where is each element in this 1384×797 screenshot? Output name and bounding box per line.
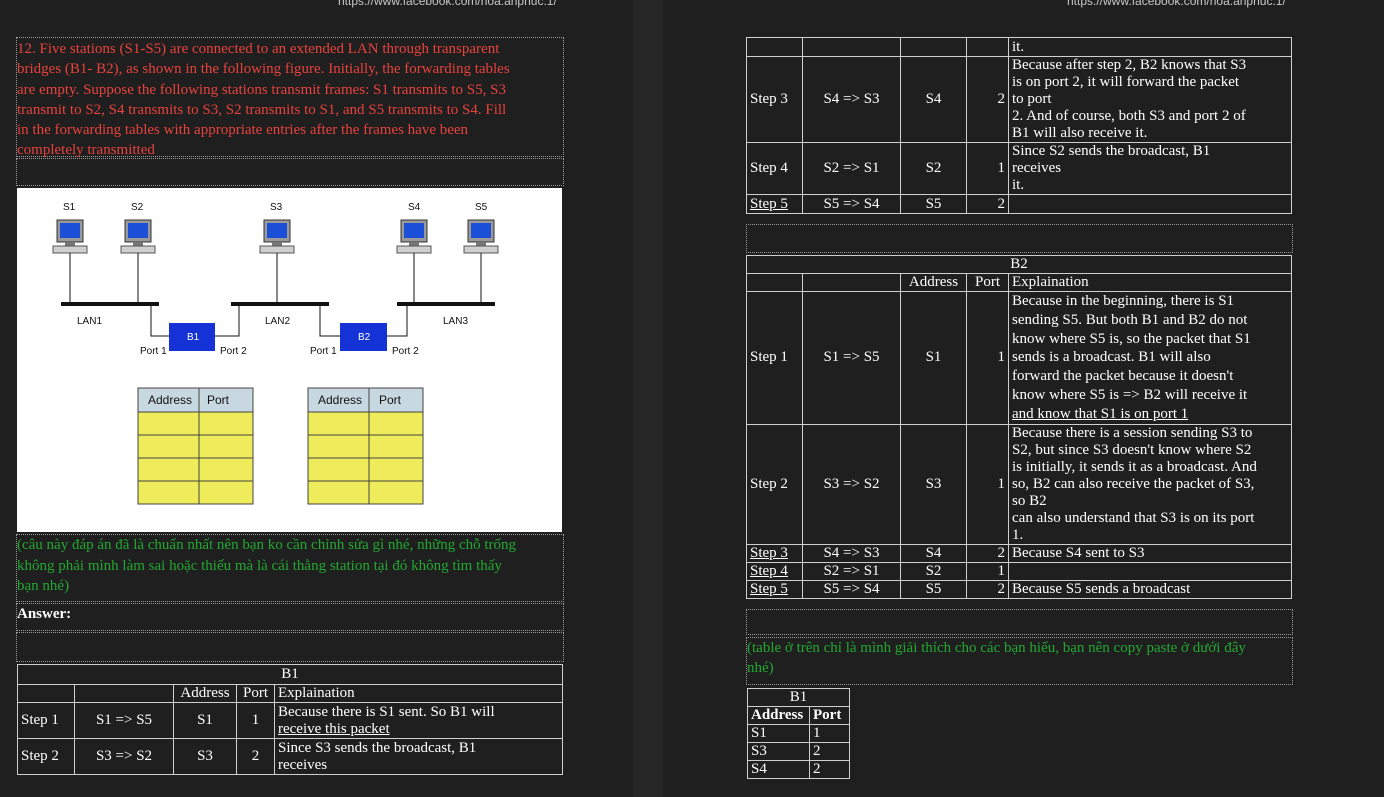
lan-label: LAN2 (265, 316, 290, 327)
port-label: Port 2 (392, 346, 419, 357)
empty-row (746, 609, 1293, 635)
table-title: B2 (746, 255, 1292, 274)
svg-text:Port: Port (379, 393, 402, 407)
note-vietnamese-2: (table ở trên chỉ là mình giải thích cho… (746, 637, 1293, 685)
station-label: S4 (408, 202, 421, 213)
empty-row (16, 632, 564, 662)
table-row: Step 5 S5 => S4 S5 2 Because S5 sends a … (746, 579, 1292, 599)
left-page: https://www.facebook.com/hoa.anphuc.1/ 1… (0, 0, 633, 797)
column-header: Explaination (1008, 273, 1292, 292)
lan-label: LAN3 (443, 316, 468, 327)
column-header: Explaination (274, 684, 563, 703)
bridge-b2 (340, 323, 387, 351)
port-label: Port 2 (220, 346, 247, 357)
table-row: Step 2 S3 => S2 S3 2 Since S3 sends the … (17, 738, 563, 775)
computer-icon (259, 219, 295, 304)
note-vietnamese: (câu này đáp án đã là chuẩn nhất nên bạn… (16, 534, 564, 602)
column-header: Address (173, 684, 237, 703)
table-title: B1 (747, 688, 850, 707)
b1-forwarding-table: Address Port (137, 387, 254, 505)
page-url: https://www.facebook.com/hoa.anphuc.1/ (1067, 0, 1286, 8)
port-label: Port 1 (310, 346, 337, 357)
station-label: S5 (475, 202, 488, 213)
computer-icon (463, 219, 499, 304)
svg-text:Port: Port (207, 393, 230, 407)
page-url: https://www.facebook.com/hoa.anphuc.1/ (338, 0, 557, 8)
table-row: Step 4 S2 => S1 S2 1 (746, 561, 1292, 581)
lan-label: LAN1 (77, 316, 102, 327)
station-label: S3 (270, 202, 283, 213)
b2-forwarding-table: Address Port (307, 387, 424, 505)
svg-text:B1: B1 (187, 332, 200, 343)
answer-label: Answer: (16, 603, 564, 631)
b2-answer-table: B2 Address Port Explaination Step 1 S1 =… (746, 255, 1292, 599)
table-row: Step 3 S4 => S3 S4 2 Because S4 sent to … (746, 543, 1292, 563)
table-row: Step 3 S4 => S3 S4 2 Because after step … (746, 56, 1292, 143)
empty-row (16, 158, 564, 186)
table-row: Step 1 S1 => S5 S1 1 Because there is S1… (17, 702, 563, 739)
empty-row (746, 224, 1293, 253)
svg-text:Address: Address (148, 393, 192, 407)
column-header: Port (236, 684, 275, 703)
b1-answer-table: B1 Address Port Explaination Step 1 S1 =… (17, 664, 563, 775)
network-figure: S1 S2 S3 S4 S5 (17, 188, 562, 532)
right-page: https://www.facebook.com/hoa.anphuc.1/ i… (663, 0, 1384, 797)
question-text: 12. Five stations (S1-S5) are connected … (16, 37, 564, 158)
table-row: Step 1 S1 => S5 S1 1 Because in the begi… (746, 291, 1292, 425)
station-label: S2 (131, 202, 144, 213)
svg-text:B2: B2 (358, 332, 371, 343)
computer-icon (52, 219, 88, 304)
table-row: Step 2 S3 => S2 S3 1 Because there is a … (746, 423, 1292, 545)
computer-icon (120, 219, 156, 304)
computer-icon (396, 219, 432, 304)
table-row: Step 4 S2 => S1 S2 1 Since S2 sends the … (746, 142, 1292, 195)
b1-answer-table-continued: it. Step 3 S4 => S3 S4 2 Because after s… (746, 37, 1292, 214)
page-gap (633, 0, 663, 797)
table-row: Step 5 S5 => S4 S5 2 (746, 194, 1292, 214)
column-header: Port (966, 273, 1009, 292)
station-label: S1 (63, 202, 76, 213)
port-label: Port 1 (140, 346, 167, 357)
column-header: Address (900, 273, 967, 292)
svg-text:Address: Address (318, 393, 362, 407)
bridge-b1 (169, 323, 215, 351)
column-header: Port (809, 706, 850, 725)
table-title: B1 (17, 664, 563, 685)
column-header: Address (747, 706, 810, 725)
